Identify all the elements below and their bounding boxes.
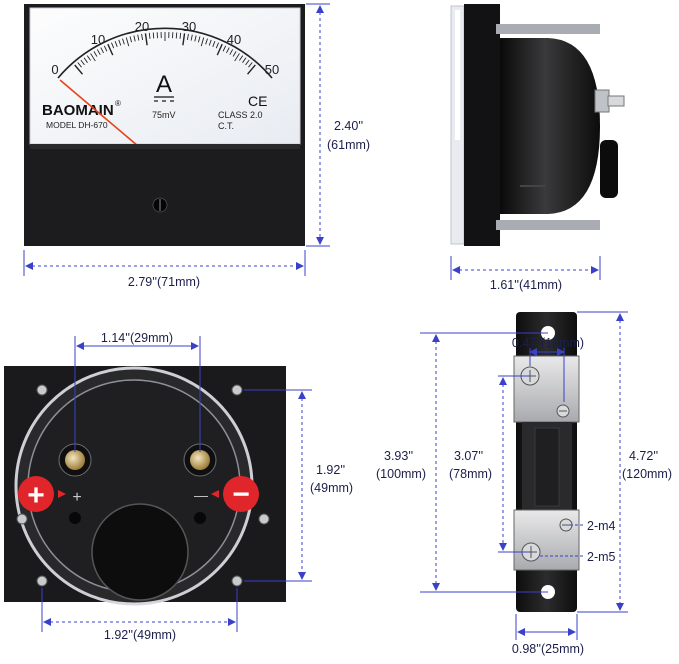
shunt-total-inches: 4.72'' xyxy=(629,449,658,463)
shunt-view: 0.47''(12mm) 3.93'' (100mm) 3.07'' (78mm… xyxy=(376,312,672,656)
side-view: 1.61''(41mm) xyxy=(451,4,624,292)
unit-letter: A xyxy=(156,71,172,98)
shunt-overall-mm: (100mm) xyxy=(376,467,426,481)
front-width-label: 2.79''(71mm) xyxy=(128,275,200,289)
screw-m4-label: 2-m4 xyxy=(587,519,616,533)
ct-label: C.T. xyxy=(218,121,234,131)
shunt-total-mm: (120mm) xyxy=(622,467,672,481)
ce-mark: CE xyxy=(248,93,267,109)
scale-label-50: 50 xyxy=(265,62,279,77)
positive-label: + xyxy=(72,489,81,506)
side-terminal-stud xyxy=(595,90,609,112)
scale-tick xyxy=(153,32,154,38)
shunt-inner-inches: 3.07'' xyxy=(454,449,483,463)
shunt-width-label: 0.98''(25mm) xyxy=(512,642,584,656)
scale-label-30: 30 xyxy=(182,19,196,34)
scale-label-40: 40 xyxy=(227,32,241,47)
terminal-spacing-label: 1.14''(29mm) xyxy=(101,331,173,345)
model-number: MODEL DH-670 xyxy=(46,120,108,130)
negative-badge-symbol: − xyxy=(232,478,250,511)
front-height-inches: 2.40'' xyxy=(334,119,363,133)
scale-tick xyxy=(176,32,177,38)
scale-label-10: 10 xyxy=(91,32,105,47)
screw-m5-label: 2-m5 xyxy=(587,550,616,564)
terminal-positive[interactable] xyxy=(65,450,85,470)
front-height-mm: (61mm) xyxy=(327,138,370,152)
shunt-bottom-terminal-block xyxy=(514,510,579,570)
mount-hole-bottom-right xyxy=(232,576,242,586)
side-depth-label: 1.61''(41mm) xyxy=(490,278,562,292)
mount-hole-top-left xyxy=(37,385,47,395)
scale-label-20: 20 xyxy=(135,19,149,34)
shunt-hole-width-label: 0.47''(12mm) xyxy=(512,336,584,350)
positive-badge-symbol: + xyxy=(27,479,45,512)
back-center-cup xyxy=(92,504,188,600)
side-housing xyxy=(500,38,600,214)
side-front-panel xyxy=(464,4,500,246)
shunt-overall-inches: 3.93'' xyxy=(384,449,413,463)
class-rating: CLASS 2.0 xyxy=(218,110,263,120)
mount-hole-top-right xyxy=(232,385,242,395)
mount-vertical-mm: (49mm) xyxy=(310,481,353,495)
mount-horizontal-label: 1.92''(49mm) xyxy=(104,628,176,642)
mount-hole-bottom-left xyxy=(37,576,47,586)
side-rear-knob xyxy=(600,140,618,198)
brand-registered: ® xyxy=(115,99,121,108)
scale-label-0: 0 xyxy=(51,62,58,77)
voltage-rating: 75mV xyxy=(152,110,176,120)
mount-vertical-inches: 1.92'' xyxy=(316,463,345,477)
negative-label: — xyxy=(194,487,208,503)
front-view: 0 10 20 30 40 50 A BAOMAIN ® CE MODEL DH… xyxy=(24,4,370,289)
shunt-inner-mm: (78mm) xyxy=(449,467,492,481)
terminal-negative[interactable] xyxy=(190,450,210,470)
back-view: + − + — 1.14''(29mm) 1.92'' (49mm) 1.92'… xyxy=(4,331,353,642)
